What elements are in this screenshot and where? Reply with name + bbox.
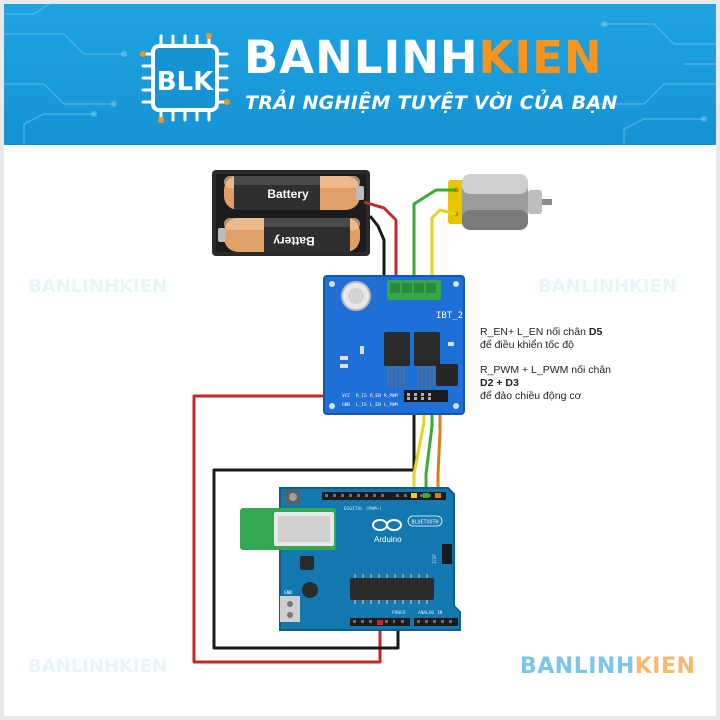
driver-pin-label: L_PWM xyxy=(384,402,398,408)
motor-driver-module: IBT_2 VCC R_IS R_EN R_PWM xyxy=(323,275,465,415)
arduino-logo-icon xyxy=(372,519,402,531)
note-pin: D2 + D3 xyxy=(480,377,519,389)
driver-pin-label: R_EN xyxy=(370,393,381,399)
note-line: để điều khiển tốc độ xyxy=(480,339,574,351)
note-line: để đảo chiều động cơ xyxy=(480,390,582,402)
watermark-part2: KIEN xyxy=(634,654,696,679)
bluetooth-badge: BLUETOOTH xyxy=(411,520,438,526)
dc-motor xyxy=(448,174,552,230)
logo-text: BLK xyxy=(157,67,214,97)
note-line: R_EN+ L_EN nối chân xyxy=(480,326,589,338)
brand-name-part1: BANLINH xyxy=(244,31,479,84)
power-header-label: POWER xyxy=(392,610,406,616)
wire-black xyxy=(368,215,386,286)
brand-name: BANLINHKIEN xyxy=(244,34,603,82)
brand-name-part2: KIEN xyxy=(478,31,603,84)
driver-pin-label: L_EN xyxy=(370,402,381,408)
battery-cell-top: Battery xyxy=(224,176,364,210)
driver-pin-label: L_IS xyxy=(356,402,367,408)
faint-watermark: BANLINHKIEN xyxy=(28,276,168,297)
circuit-pattern xyxy=(4,4,716,145)
driver-pin-label: R_PWM xyxy=(384,393,398,399)
wiring-diagram: Battery Battery xyxy=(192,170,552,664)
icsp-label: ICSP xyxy=(432,554,437,564)
digital-header-label: DIGITAL (PWM~) xyxy=(344,506,382,512)
analog-header-label: ANALOG IN xyxy=(418,610,443,616)
gnd-label: GND xyxy=(284,590,292,596)
note-pin: D5 xyxy=(588,326,603,338)
wire-terminals xyxy=(377,493,441,625)
arduino-brand: Arduino xyxy=(374,535,402,544)
wire-yellow xyxy=(430,208,457,286)
note-direction-control: R_PWM + L_PWM nối chân D2 + D3 để đảo ch… xyxy=(480,364,611,403)
driver-label: IBT_2 xyxy=(436,311,463,321)
product-image: BLK BANLINHKIEN TRẢI NGHIỆM TUYỆT VỜI CỦ… xyxy=(4,4,716,716)
battery-holder: Battery Battery xyxy=(212,170,370,256)
driver-pin-label: VCC xyxy=(342,393,350,399)
arduino-board: DIGITAL (PWM~) Arduino BLUETOOTH ICSP GN… xyxy=(240,487,461,631)
driver-pin-label: R_IS xyxy=(356,393,367,399)
wire-orange xyxy=(436,400,442,496)
driver-pin-label: GND xyxy=(342,402,350,408)
faint-watermark: BANLINHKIEN xyxy=(28,656,168,677)
battery-cell-bottom: Battery xyxy=(218,218,360,252)
wire-black xyxy=(212,400,416,650)
note-speed-control: R_EN+ L_EN nối chân D5 để điều khiển tốc… xyxy=(480,326,602,352)
battery-label: Battery xyxy=(267,187,309,201)
note-line: R_PWM + L_PWM nối chân xyxy=(480,364,612,376)
watermark-part1: BANLINH xyxy=(520,654,635,679)
wire-red xyxy=(363,200,398,286)
brand-slogan: TRẢI NGHIỆM TUYỆT VỜI CỦA BẠN xyxy=(245,92,618,114)
chip-logo-icon: BLK xyxy=(140,33,230,123)
corner-watermark: BANLINHKIEN xyxy=(520,654,695,679)
battery-label: Battery xyxy=(273,234,315,248)
brand-banner: BLK BANLINHKIEN TRẢI NGHIỆM TUYỆT VỜI CỦ… xyxy=(4,4,716,145)
wire-green xyxy=(412,188,456,286)
faint-watermark: BANLINHKIEN xyxy=(538,276,678,297)
